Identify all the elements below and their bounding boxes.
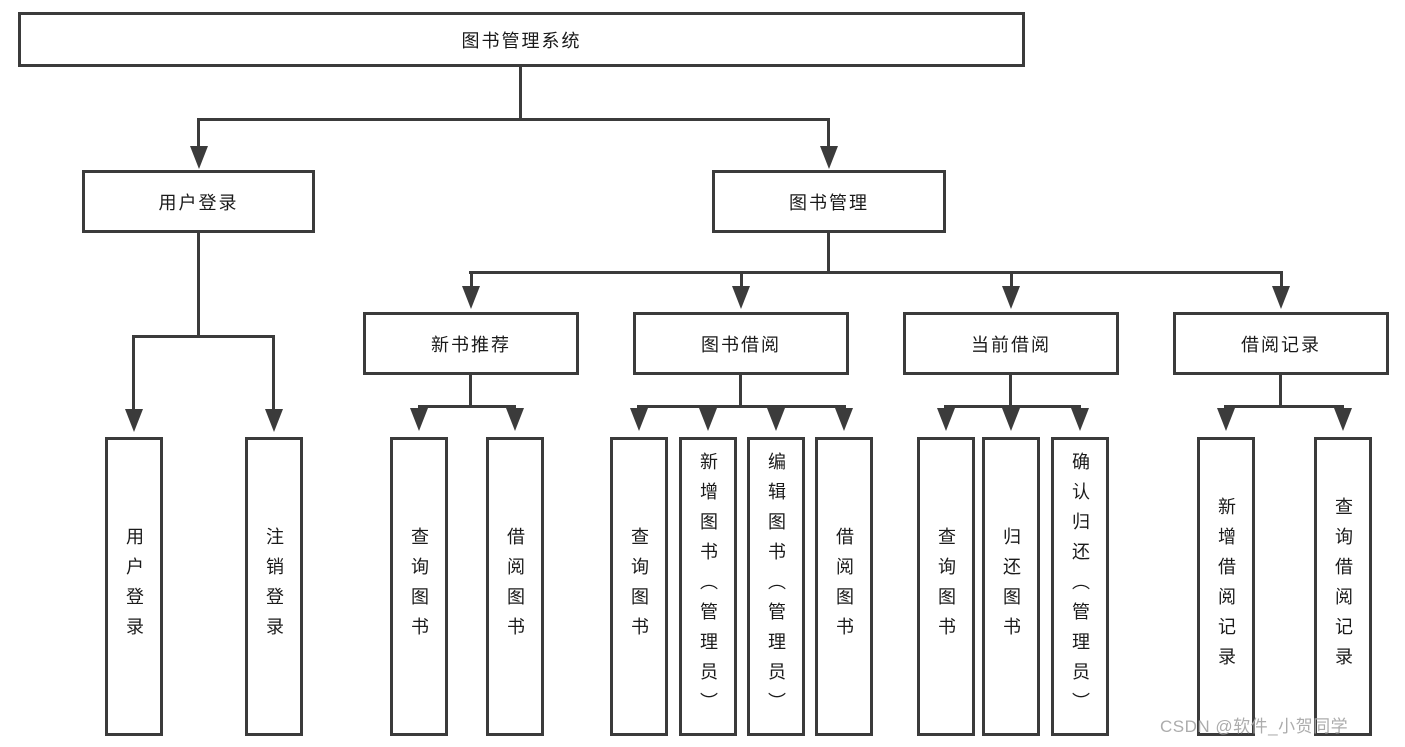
node-add-borrow-record: 新增借阅记录: [1197, 437, 1255, 736]
node-confirm-return-admin-label: 确认归还（管理员）: [1070, 451, 1090, 722]
connector-line: [1009, 375, 1012, 407]
node-current-borrow: 当前借阅: [903, 312, 1119, 375]
node-return-book-label: 归还图书: [1001, 526, 1021, 647]
arrow-down-icon: [937, 408, 955, 431]
arrow-down-icon: [125, 409, 143, 432]
connector-line: [1280, 271, 1283, 287]
connector-line: [469, 375, 472, 407]
connector-line: [1279, 375, 1282, 407]
node-query-book-newbook: 查询图书: [390, 437, 448, 736]
connector-line: [197, 233, 200, 337]
arrow-down-icon: [1002, 408, 1020, 431]
node-borrow-book-borrow-label: 借阅图书: [834, 526, 854, 647]
node-book-borrow: 图书借阅: [633, 312, 849, 375]
arrow-down-icon: [190, 146, 208, 169]
node-borrow-book-newbook: 借阅图书: [486, 437, 544, 736]
arrow-down-icon: [506, 408, 524, 431]
connector-line: [739, 375, 742, 407]
node-user-login-leaf-label: 用户登录: [124, 526, 144, 647]
node-query-book-current-label: 查询图书: [936, 526, 956, 647]
node-user-login-leaf: 用户登录: [105, 437, 163, 736]
node-confirm-return-admin: 确认归还（管理员）: [1051, 437, 1109, 736]
node-return-book: 归还图书: [982, 437, 1040, 736]
connector-line: [197, 118, 200, 148]
connector-line: [272, 335, 275, 410]
csdn-watermark: CSDN @软件_小贺同学: [1160, 717, 1349, 736]
node-edit-book-admin: 编辑图书（管理员）: [747, 437, 805, 736]
node-add-book-admin-label: 新增图书（管理员）: [698, 451, 718, 722]
arrow-down-icon: [265, 409, 283, 432]
node-logout-leaf: 注销登录: [245, 437, 303, 736]
connector-line: [827, 233, 830, 273]
node-query-book-newbook-label: 查询图书: [409, 526, 429, 647]
node-add-book-admin: 新增图书（管理员）: [679, 437, 737, 736]
connector-line: [1224, 405, 1344, 408]
node-query-book-borrow-label: 查询图书: [629, 526, 649, 647]
node-logout-leaf-label: 注销登录: [264, 526, 284, 647]
arrow-down-icon: [835, 408, 853, 431]
node-edit-book-admin-label: 编辑图书（管理员）: [766, 451, 786, 722]
arrow-down-icon: [1272, 286, 1290, 309]
arrow-down-icon: [462, 286, 480, 309]
node-query-book-borrow: 查询图书: [610, 437, 668, 736]
node-add-borrow-record-label: 新增借阅记录: [1216, 496, 1236, 677]
connector-line: [132, 335, 275, 338]
node-query-book-current: 查询图书: [917, 437, 975, 736]
node-new-book-recommend: 新书推荐: [363, 312, 579, 375]
connector-line: [1010, 271, 1013, 287]
connector-line: [470, 271, 473, 287]
node-borrow-book-newbook-label: 借阅图书: [505, 526, 525, 647]
arrow-down-icon: [1002, 286, 1020, 309]
connector-line: [827, 118, 830, 148]
arrow-down-icon: [1334, 408, 1352, 431]
connector-line: [418, 405, 516, 408]
arrow-down-icon: [410, 408, 428, 431]
arrow-down-icon: [699, 408, 717, 431]
arrow-down-icon: [767, 408, 785, 431]
connector-line: [740, 271, 743, 287]
node-library-system: 图书管理系统: [18, 12, 1025, 67]
arrow-down-icon: [1071, 408, 1089, 431]
node-query-borrow-record-label: 查询借阅记录: [1333, 496, 1353, 677]
node-borrow-book-borrow: 借阅图书: [815, 437, 873, 736]
arrow-down-icon: [630, 408, 648, 431]
arrow-down-icon: [732, 286, 750, 309]
node-borrow-record: 借阅记录: [1173, 312, 1389, 375]
connector-line: [469, 271, 1283, 274]
connector-line: [637, 405, 846, 408]
node-query-borrow-record: 查询借阅记录: [1314, 437, 1372, 736]
connector-line: [132, 335, 135, 410]
arrow-down-icon: [820, 146, 838, 169]
connector-line: [944, 405, 1081, 408]
node-user-login: 用户登录: [82, 170, 315, 233]
connector-line: [197, 118, 830, 121]
arrow-down-icon: [1217, 408, 1235, 431]
node-book-management: 图书管理: [712, 170, 946, 233]
connector-line: [519, 67, 522, 119]
